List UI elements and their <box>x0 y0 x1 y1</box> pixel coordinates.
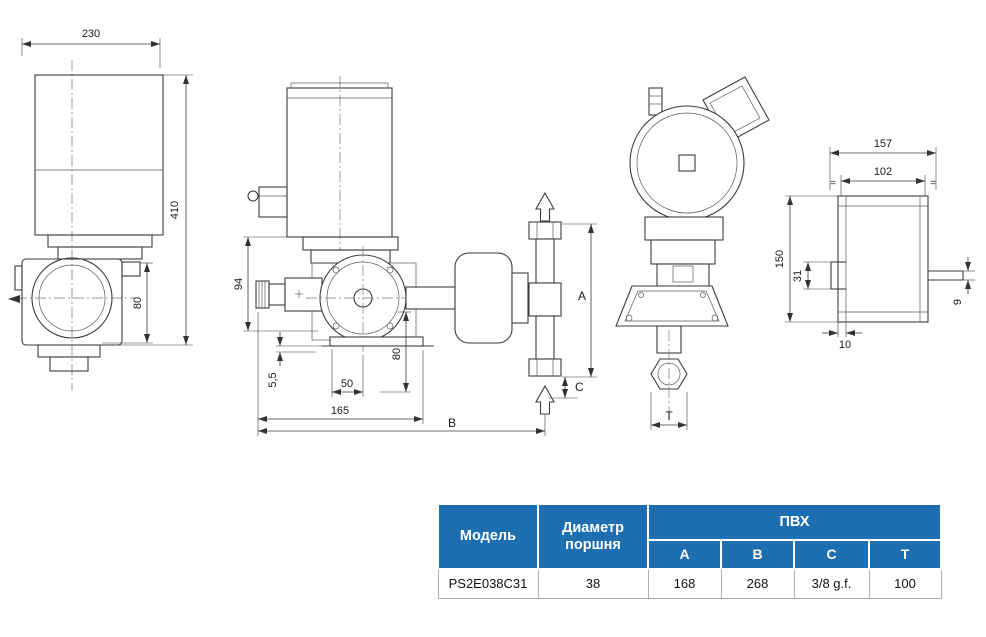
dim-label-31: 31 <box>792 270 804 282</box>
dims-plate-view: 157 102 = = 150 31 10 9 <box>774 138 975 351</box>
spec-table: Модель Диаметр поршня ПВХ A B C T PS2E03… <box>437 503 942 599</box>
dim-label-a: A <box>578 289 586 303</box>
dims-front-view: T <box>650 392 688 430</box>
flow-arrow-bottom-icon <box>535 384 555 415</box>
cell-piston-diameter: 38 <box>537 568 649 599</box>
view-profile: 94 5,5 50 80 165 B A <box>233 76 597 436</box>
view-side-left: 230 410 80 <box>8 28 193 390</box>
col-header-c: C <box>793 539 870 570</box>
equal-mark-left: = <box>830 178 836 189</box>
dims-side-view: 230 410 80 <box>21 28 193 346</box>
dims-profile-view: 94 5,5 50 80 165 B A <box>233 223 597 436</box>
dim-label-5-5: 5,5 <box>267 372 279 387</box>
dim-label-80: 80 <box>391 348 403 360</box>
col-header-pvc: ПВХ <box>647 503 942 541</box>
col-header-model: Модель <box>437 503 539 570</box>
col-header-t: T <box>868 539 942 570</box>
dim-label-t: T <box>665 409 673 423</box>
cell-dim-c: 3/8 g.f. <box>793 568 870 599</box>
dim-label-overall-height: 410 <box>169 201 181 219</box>
dim-label-c: C <box>575 380 584 394</box>
dim-label-9: 9 <box>952 299 964 305</box>
dim-label-head-height: 80 <box>132 297 144 309</box>
dim-label-94: 94 <box>233 278 245 290</box>
cell-model: PS2E038C31 <box>437 568 539 599</box>
table-row: PS2E038C31 38 168 268 3/8 g.f. 100 <box>437 568 942 599</box>
dim-label-b: B <box>448 416 456 430</box>
dim-label-150: 150 <box>774 250 786 268</box>
col-header-piston-diameter: Диаметр поршня <box>537 503 649 570</box>
plate-outline <box>830 195 964 323</box>
dim-label-102: 102 <box>874 166 892 178</box>
dim-label-10: 10 <box>839 339 851 351</box>
pump-front-outline <box>615 76 770 418</box>
dim-label-50: 50 <box>341 378 353 390</box>
view-front: T <box>615 76 770 430</box>
cell-dim-a: 168 <box>647 568 722 599</box>
technical-drawing: 230 410 80 <box>8 28 975 436</box>
view-mounting-plate: 157 102 = = 150 31 10 9 <box>774 138 975 351</box>
pump-side-outline <box>8 60 164 390</box>
equal-mark-right: = <box>930 178 936 189</box>
col-header-a: A <box>647 539 722 570</box>
cell-dim-t: 100 <box>868 568 942 599</box>
pump-profile-outline <box>247 76 562 415</box>
dim-label-157: 157 <box>874 138 892 150</box>
flow-arrow-up-icon <box>535 191 555 222</box>
dim-label-165: 165 <box>331 405 349 417</box>
section-arrow-icon <box>8 295 20 303</box>
col-header-b: B <box>720 539 795 570</box>
dim-label-overall-width: 230 <box>82 28 100 40</box>
cell-dim-b: 268 <box>720 568 795 599</box>
